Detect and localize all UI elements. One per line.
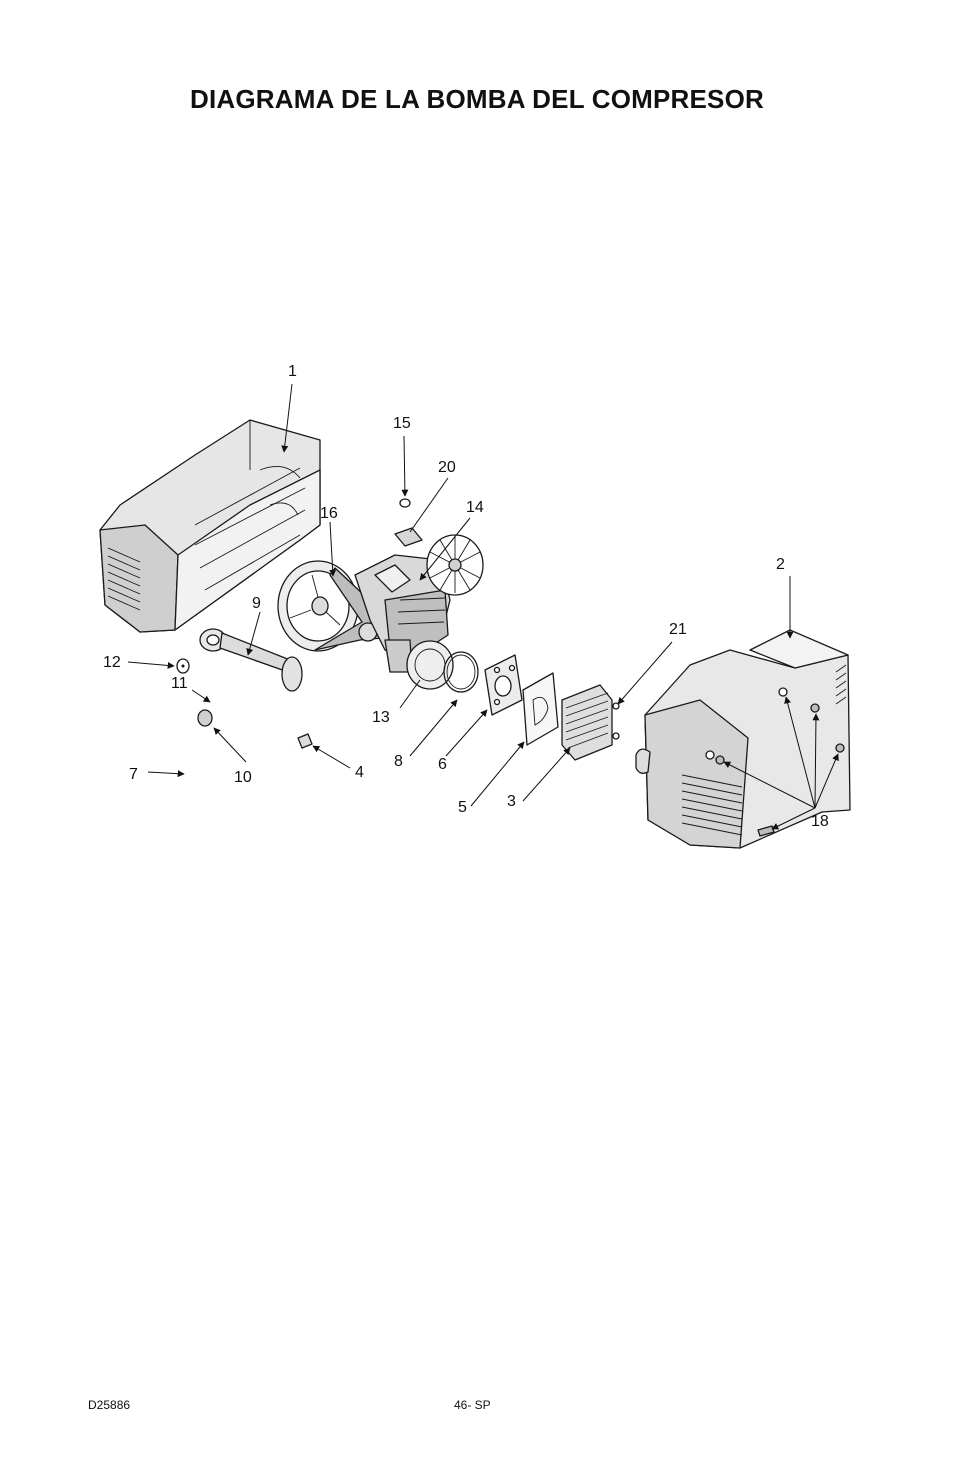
valve-plate <box>484 654 523 716</box>
callout-14: 14 <box>466 499 484 516</box>
head-gasket <box>522 672 559 746</box>
callout-20: 20 <box>438 459 456 476</box>
callout-16: 16 <box>320 505 338 522</box>
cylinder-head <box>561 684 620 761</box>
callout-5: 5 <box>458 799 467 816</box>
callout-labels: 1 2 3 4 5 6 7 8 9 10 11 12 13 14 15 16 1… <box>103 363 829 830</box>
leader-lines <box>127 383 839 830</box>
callout-8: 8 <box>394 753 403 770</box>
callout-21: 21 <box>669 621 687 638</box>
belt-pulley-assembly <box>277 560 383 652</box>
document-id: D25886 <box>88 1398 131 1412</box>
elbow-fitting <box>297 733 313 749</box>
callout-13: 13 <box>372 709 390 726</box>
connecting-rod <box>199 628 303 692</box>
callout-4: 4 <box>355 764 364 781</box>
shroud-screws <box>715 703 845 837</box>
callout-9: 9 <box>252 595 261 612</box>
intake-filter-pad <box>394 527 423 547</box>
callout-7: 7 <box>129 766 138 783</box>
tube-fitting <box>197 709 213 727</box>
callout-11: 11 <box>171 675 188 692</box>
small-fitting <box>399 498 411 508</box>
o-ring <box>443 651 479 693</box>
callout-3: 3 <box>507 793 516 810</box>
page-title: DIAGRAMA DE LA BOMBA DEL COMPRESOR <box>190 84 764 114</box>
outlet-tubing <box>174 699 296 790</box>
callout-6: 6 <box>438 756 447 773</box>
callout-2: 2 <box>776 556 785 573</box>
washer <box>176 658 190 674</box>
page-number: 46- SP <box>454 1398 491 1412</box>
right-shroud-housing <box>635 629 851 849</box>
left-shroud-housing <box>99 419 321 633</box>
callout-1: 1 <box>288 363 297 380</box>
cooling-fan <box>426 534 484 596</box>
callout-12: 12 <box>103 654 121 671</box>
callout-15: 15 <box>393 415 411 432</box>
callout-18: 18 <box>811 813 829 830</box>
callout-10: 10 <box>234 769 252 786</box>
